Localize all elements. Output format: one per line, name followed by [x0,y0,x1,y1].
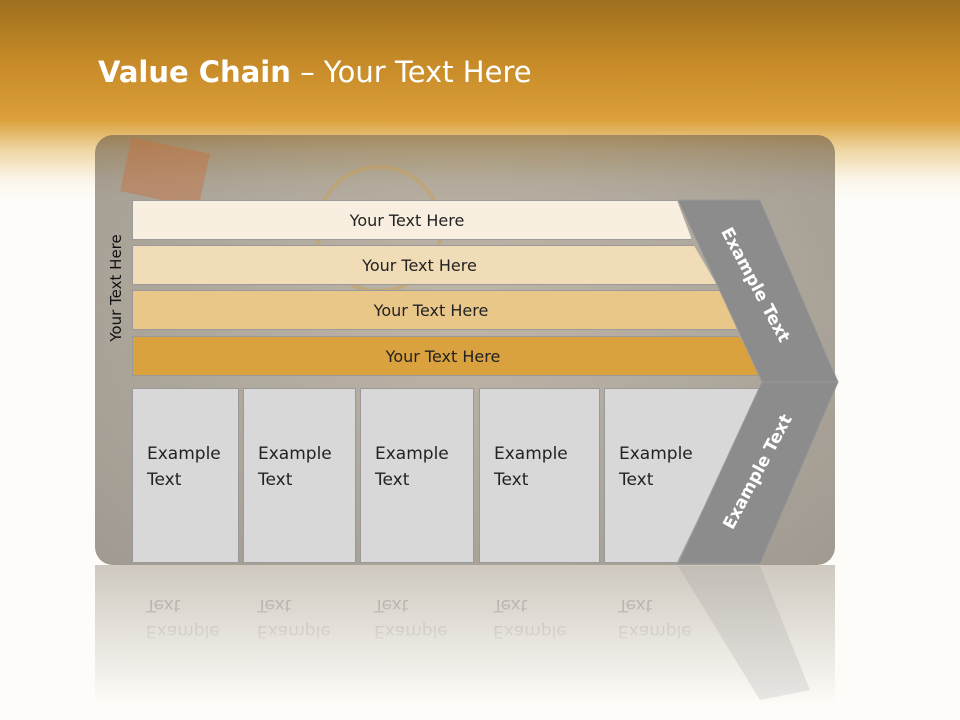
box-line-2: Text [258,470,293,490]
box-line-2: Text [619,470,654,490]
title-bold: Value Chain [98,55,291,89]
box-line-1: Example [494,444,568,464]
chevron-lower[interactable] [677,381,839,565]
value-chain-bar-2[interactable]: Your Text Here [132,245,717,285]
bar-label: Your Text Here [362,255,477,275]
slide-title: Value Chain – Your Text Here [98,55,532,89]
box-line-2: Text [147,470,182,490]
bar-label: Your Text Here [349,210,465,230]
bar-label: Your Text Here [373,300,489,320]
value-chain-bar-3[interactable]: Your Text Here [132,290,740,330]
value-chain-bar-1[interactable]: Your Text Here [132,200,692,240]
box-line-2: Text [494,470,529,490]
box-line-1: Example [258,444,332,464]
box-line-1: Example [147,444,221,464]
box-line-1: Example [619,444,693,464]
suitcase-reflection [95,565,835,705]
chevron-reflection [678,566,810,700]
box-line-2: Text [375,470,410,490]
title-rest: – Your Text Here [290,55,532,89]
bar-label: Your Text Here [385,346,501,366]
box-line-1: Example [375,444,449,464]
